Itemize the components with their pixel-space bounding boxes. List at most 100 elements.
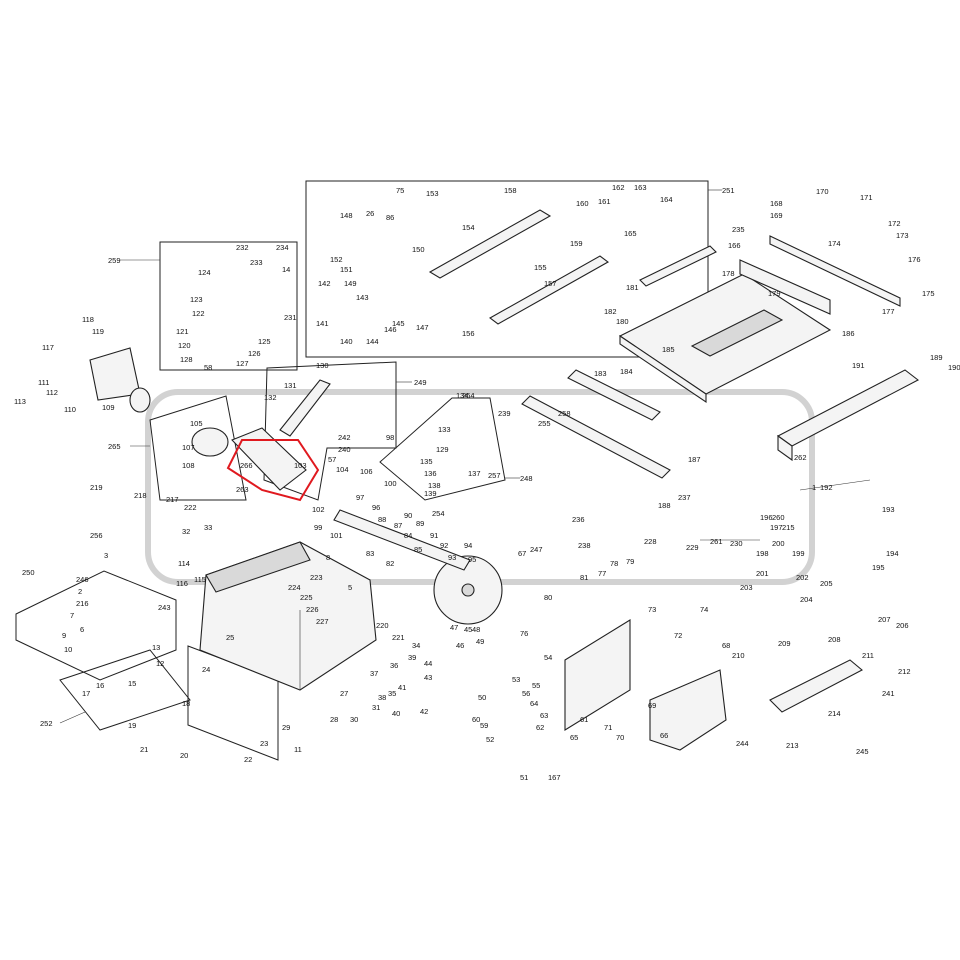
part-label: 37 <box>370 669 378 678</box>
part-label: 168 <box>770 199 783 208</box>
part-label: 225 <box>300 593 313 602</box>
frame-label-250: 250 <box>22 568 35 577</box>
part-label: 48 <box>472 625 480 634</box>
blade-guard-arm <box>279 379 331 437</box>
part-label: 60 <box>472 715 480 724</box>
saw-blade <box>433 555 503 625</box>
part-label: 28 <box>330 715 338 724</box>
part-label: 258 <box>558 409 571 418</box>
group-frame-265: 265 <box>108 395 247 501</box>
trunnion-plate <box>564 619 631 731</box>
part-label: 88 <box>378 515 386 524</box>
part-label: 222 <box>184 503 197 512</box>
part-label: 126 <box>248 349 261 358</box>
part-label: 64 <box>530 699 538 708</box>
part-label: 165 <box>624 229 637 238</box>
part-label: 146 <box>384 325 397 334</box>
part-label: 172 <box>888 219 901 228</box>
part-label: 108 <box>182 461 195 470</box>
part-label: 74 <box>700 605 708 614</box>
part-label: 41 <box>398 683 406 692</box>
part-label: 147 <box>416 323 429 332</box>
part-label: 144 <box>366 337 379 346</box>
part-label: 240 <box>338 445 351 454</box>
part-label: 15 <box>128 679 136 688</box>
part-label: 260 <box>772 513 785 522</box>
part-label: 12 <box>156 659 164 668</box>
part-label: 42 <box>420 707 428 716</box>
part-label: 58 <box>204 363 212 372</box>
part-label: 150 <box>412 245 425 254</box>
part-label: 26 <box>366 209 374 218</box>
group-frame-248: 248 <box>379 397 533 501</box>
part-label: 84 <box>404 531 412 540</box>
part-label: 10 <box>64 645 72 654</box>
part-label: 148 <box>340 211 353 220</box>
part-label: 67 <box>518 549 526 558</box>
part-label: 203 <box>740 583 753 592</box>
part-label: 49 <box>476 637 484 646</box>
part-label: 245 <box>856 747 869 756</box>
part-label: 94 <box>464 541 472 550</box>
part-label: 59 <box>480 721 488 730</box>
part-label: 5 <box>348 583 352 592</box>
part-label: 164 <box>660 195 673 204</box>
part-label: 98 <box>386 433 394 442</box>
part-label: 38 <box>378 693 386 702</box>
saw-base <box>199 541 377 691</box>
part-label: 11 <box>294 745 302 754</box>
part-label: 149 <box>344 279 357 288</box>
part-label: 227 <box>316 617 329 626</box>
part-label: 197 <box>770 523 783 532</box>
part-label: 154 <box>462 223 475 232</box>
part-label: 204 <box>800 595 813 604</box>
part-label: 105 <box>190 419 203 428</box>
part-label: 120 <box>178 341 191 350</box>
part-label: 76 <box>520 629 528 638</box>
part-label: 266 <box>240 461 253 470</box>
part-label: 114 <box>178 559 190 568</box>
part-label: 217 <box>166 495 179 504</box>
part-label: 52 <box>486 735 494 744</box>
part-label: 264 <box>462 391 475 400</box>
part-label: 13 <box>152 643 160 652</box>
part-label: 221 <box>392 633 405 642</box>
part-label: 122 <box>192 309 205 318</box>
part-label: 7 <box>70 611 74 620</box>
part-label: 162 <box>612 183 625 192</box>
part-label: 102 <box>312 505 325 514</box>
part-label: 161 <box>598 197 611 206</box>
arbor-shaft <box>333 509 471 571</box>
part-label: 151 <box>340 265 353 274</box>
part-label: 237 <box>678 493 691 502</box>
part-label: 87 <box>394 521 402 530</box>
part-label: 128 <box>180 355 193 364</box>
part-label: 235 <box>732 225 745 234</box>
part-label: 215 <box>782 523 795 532</box>
part-label: 43 <box>424 673 432 682</box>
part-label: 107 <box>182 443 195 452</box>
part-label: 32 <box>182 527 190 536</box>
part-label: 233 <box>250 258 263 267</box>
frame-label-249: 249 <box>414 378 427 387</box>
part-label: 47 <box>450 623 458 632</box>
part-label: 163 <box>634 183 647 192</box>
part-label: 143 <box>356 293 369 302</box>
part-label: 157 <box>544 279 557 288</box>
part-labels: 1235678910111213141516171819202122232425… <box>14 183 960 782</box>
part-label: 54 <box>544 653 552 662</box>
part-label: 66 <box>660 731 668 740</box>
part-label: 36 <box>390 661 398 670</box>
part-label: 141 <box>316 319 329 328</box>
part-label: 236 <box>572 515 585 524</box>
side-rail <box>739 235 901 315</box>
part-label: 199 <box>792 549 805 558</box>
part-label: 14 <box>282 265 290 274</box>
part-label: 56 <box>522 689 530 698</box>
part-label: 82 <box>386 559 394 568</box>
part-label: 78 <box>610 559 618 568</box>
frame-label-251: 251 <box>722 186 735 195</box>
part-label: 140 <box>340 337 353 346</box>
part-label: 3 <box>104 551 108 560</box>
part-label: 212 <box>898 667 911 676</box>
